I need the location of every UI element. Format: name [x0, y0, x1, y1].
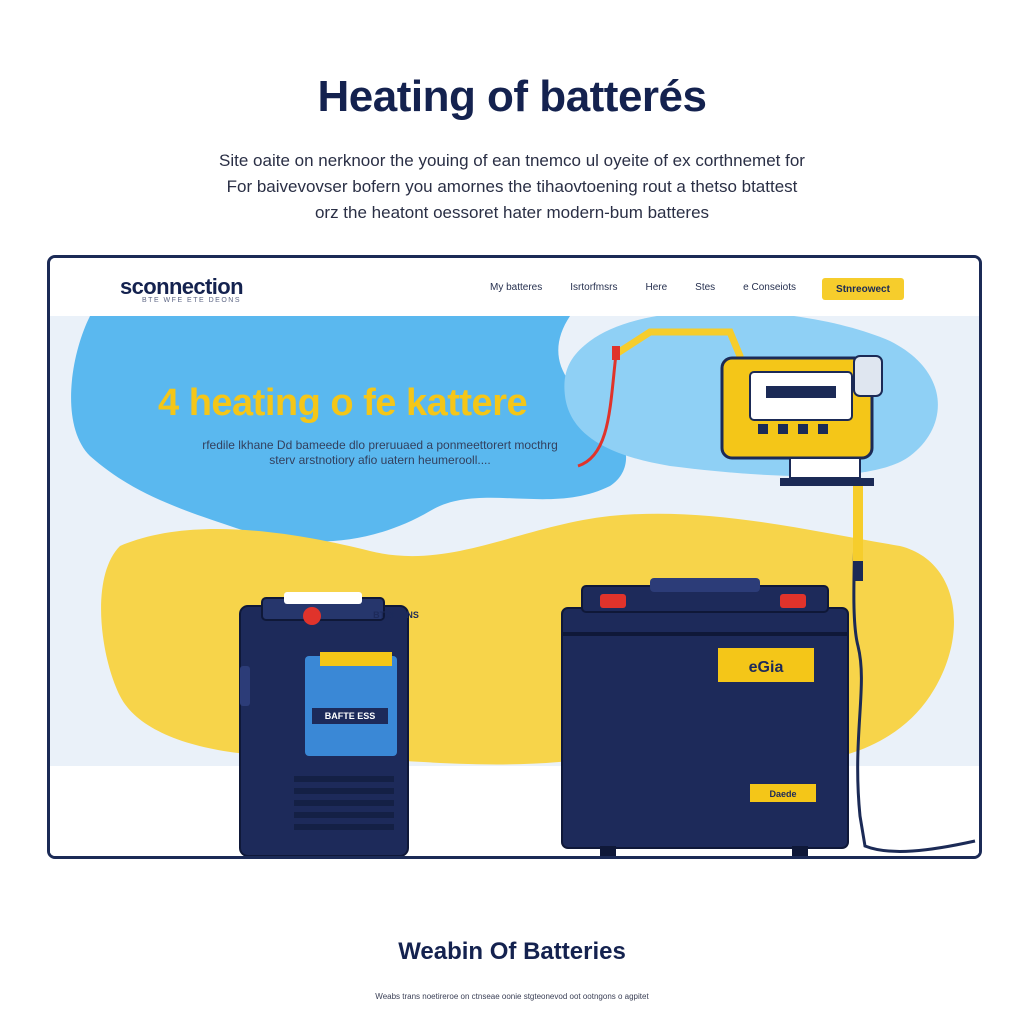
battery-small: [239, 592, 409, 856]
intro-paragraph: Site oaite on nerknoor the youing of ean…: [140, 148, 884, 226]
small-battery-label-mid: BAFTE ESS: [325, 711, 376, 721]
hero-section: BTOE ENS BAFTE ESS eGia Daede 4 heating …: [50, 316, 979, 856]
site-navbar: sconnection BTE WFE ETE DEONS My battere…: [50, 258, 979, 316]
hero-subtext-line: sterv arstnotiory afio uatern heumerooll…: [269, 453, 491, 467]
red-clamp: [612, 346, 620, 360]
nav-cta-button[interactable]: Stnreowect: [822, 278, 904, 300]
hero-subtext-line: rfedile lkhane Dd bameede dlo preruuaed …: [202, 438, 558, 452]
intro-line: orz the heatont oessoret hater modern-bu…: [314, 203, 710, 222]
intro-line: For baivevovser bofern you amornes the t…: [226, 177, 798, 196]
nav-link-sites[interactable]: Stes: [695, 282, 716, 293]
website-mockup: sconnection BTE WFE ETE DEONS My battere…: [47, 255, 982, 859]
nav-links: My batteres Isrtorfmsrs Here Stes e Cons…: [490, 282, 796, 293]
large-battery-badge: eGia: [749, 659, 784, 676]
site-logo-tagline: BTE WFE ETE DEONS: [142, 297, 242, 304]
hero-subtext: rfedile lkhane Dd bameede dlo preruuaed …: [160, 438, 600, 468]
nav-link-my-batteries[interactable]: My batteres: [490, 282, 543, 293]
cable-plug: [853, 561, 863, 581]
small-battery-label-top: BTOE ENS: [373, 610, 419, 620]
large-battery-tag: Daede: [769, 789, 796, 799]
page-title: Heating of batterés: [317, 72, 707, 121]
battery-large: [561, 578, 849, 856]
nav-link-here[interactable]: Here: [645, 282, 668, 293]
battery-charger: [720, 355, 883, 486]
hero-illustration: BTOE ENS BAFTE ESS eGia Daede: [50, 316, 979, 856]
red-cable: [577, 353, 618, 468]
intro-line: Site oaite on nerknoor the youing of ean…: [219, 151, 805, 170]
nav-link-2[interactable]: Isrtorfmsrs: [570, 282, 618, 293]
footer-title: Weabin Of Batteries: [398, 938, 626, 965]
hero-heading: 4 heating o fe kattere: [158, 382, 528, 424]
yellow-cable: [612, 328, 744, 360]
footer-caption: Weabs trans noetireroe on ctnseae oonie …: [375, 992, 649, 1001]
site-logo[interactable]: sconnection: [120, 274, 244, 299]
blue-blob: [71, 316, 627, 542]
nav-link-contacts[interactable]: e Conseiots: [743, 282, 796, 293]
